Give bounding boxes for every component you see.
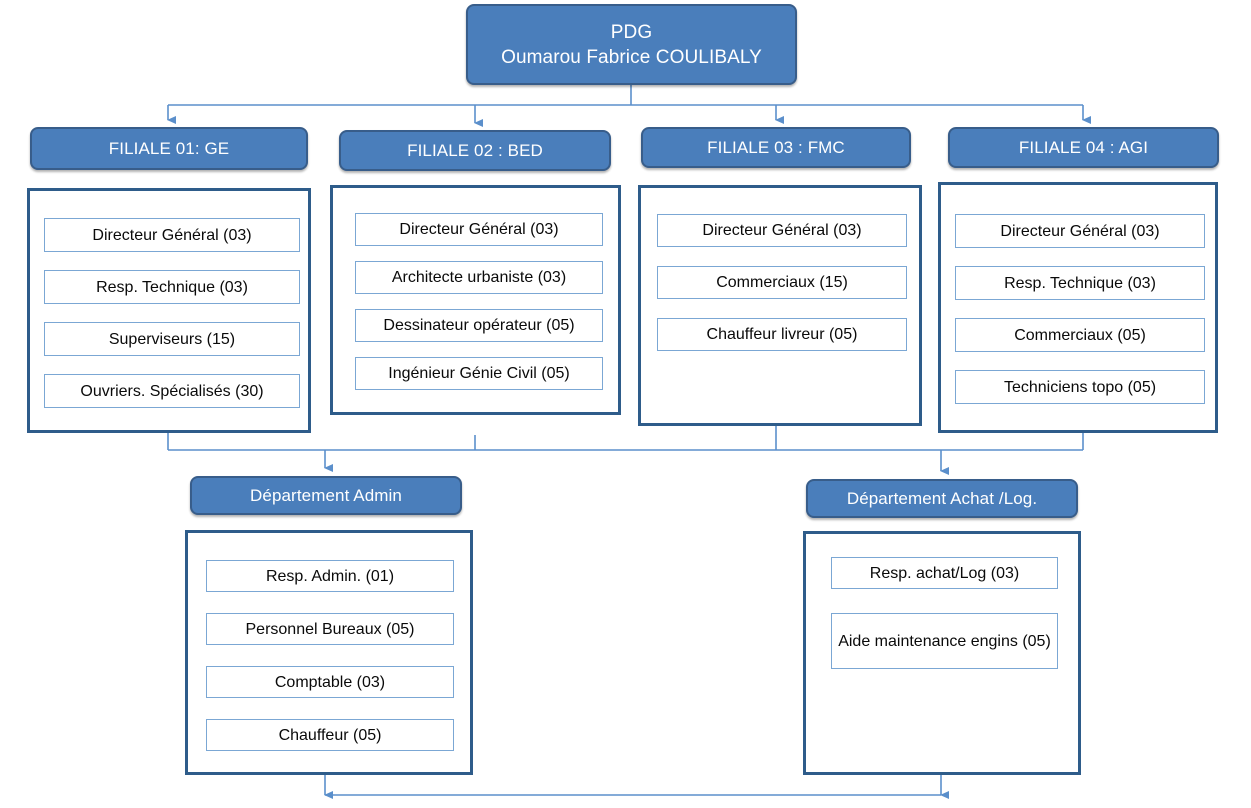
filiale-02-item-2[interactable]: Dessinateur opérateur (05) — [355, 309, 603, 342]
item-label: Architecte urbaniste (03) — [391, 269, 567, 286]
departement-admin-item-3[interactable]: Chauffeur (05) — [206, 719, 454, 751]
departement-achat-item-0[interactable]: Resp. achat/Log (03) — [831, 557, 1058, 589]
pdg-name: Oumarou Fabrice COULIBALY — [501, 46, 762, 68]
item-label: Directeur Général (03) — [1000, 222, 1160, 240]
filiale-01-item-2[interactable]: Superviseurs (15) — [44, 322, 300, 356]
item-label: Dessinateur opérateur (05) — [383, 317, 575, 334]
filiale-02-header-label: FILIALE 02 : BED — [407, 140, 543, 160]
item-label: Resp. Admin. (01) — [265, 567, 395, 585]
departement-admin-container: Resp. Admin. (01) Personnel Bureaux (05)… — [185, 530, 473, 775]
departement-achat-header[interactable]: Département Achat /Log. — [806, 479, 1078, 518]
pdg-title: PDG — [610, 21, 653, 43]
filiale-02-container: Directeur Général (03) Architecte urbani… — [330, 185, 621, 415]
filiale-03-item-0[interactable]: Directeur Général (03) — [657, 214, 907, 247]
departement-achat-container: Resp. achat/Log (03) Aide maintenance en… — [803, 531, 1081, 775]
filiale-04-item-3[interactable]: Techniciens topo (05) — [955, 370, 1205, 404]
filiale-01-container: Directeur Général (03) Resp. Technique (… — [27, 188, 311, 433]
item-label: Techniciens topo (05) — [1003, 378, 1157, 396]
filiale-02-item-1[interactable]: Architecte urbaniste (03) — [355, 261, 603, 294]
item-label: Directeur Général (03) — [399, 221, 559, 238]
filiale-02-header[interactable]: FILIALE 02 : BED — [339, 130, 611, 171]
filiale-04-header-label: FILIALE 04 : AGI — [1018, 137, 1149, 157]
item-label: Aide maintenance engins (05) — [838, 632, 1051, 650]
departement-admin-item-2[interactable]: Comptable (03) — [206, 666, 454, 698]
item-label: Commerciaux (05) — [1014, 326, 1146, 344]
filiale-01-header-label: FILIALE 01: GE — [108, 138, 230, 158]
departement-admin-header-label: Département Admin — [250, 485, 402, 505]
filiale-03-header[interactable]: FILIALE 03 : FMC — [641, 127, 911, 168]
filiale-03-item-2[interactable]: Chauffeur livreur (05) — [657, 318, 907, 351]
filiale-04-item-0[interactable]: Directeur Général (03) — [955, 214, 1205, 248]
filiale-02-item-3[interactable]: Ingénieur Génie Civil (05) — [355, 357, 603, 390]
filiale-04-item-2[interactable]: Commerciaux (05) — [955, 318, 1205, 352]
item-label: Resp. Technique (03) — [1004, 274, 1156, 292]
item-label: Ouvriers. Spécialisés (30) — [80, 382, 264, 400]
departement-achat-item-1[interactable]: Aide maintenance engins (05) — [831, 613, 1058, 669]
filiale-01-header[interactable]: FILIALE 01: GE — [30, 127, 308, 170]
filiale-04-container: Directeur Général (03) Resp. Technique (… — [938, 182, 1218, 433]
item-label: Personnel Bureaux (05) — [245, 620, 415, 638]
departement-admin-header[interactable]: Département Admin — [190, 476, 462, 515]
item-label: Commerciaux (15) — [716, 274, 848, 291]
filiale-01-item-3[interactable]: Ouvriers. Spécialisés (30) — [44, 374, 300, 408]
item-label: Directeur Général (03) — [702, 222, 862, 239]
item-label: Directeur Général (03) — [92, 226, 252, 244]
item-label: Comptable (03) — [274, 673, 386, 691]
item-label: Chauffeur livreur (05) — [706, 326, 858, 343]
item-label: Superviseurs (15) — [108, 330, 236, 348]
filiale-03-item-1[interactable]: Commerciaux (15) — [657, 266, 907, 299]
filiale-01-item-1[interactable]: Resp. Technique (03) — [44, 270, 300, 304]
pdg-box[interactable]: PDG Oumarou Fabrice COULIBALY — [466, 4, 797, 85]
filiale-04-header[interactable]: FILIALE 04 : AGI — [948, 127, 1219, 168]
departement-achat-header-label: Département Achat /Log. — [846, 488, 1038, 508]
departement-admin-item-1[interactable]: Personnel Bureaux (05) — [206, 613, 454, 645]
filiale-01-item-0[interactable]: Directeur Général (03) — [44, 218, 300, 252]
filiale-04-item-1[interactable]: Resp. Technique (03) — [955, 266, 1205, 300]
item-label: Chauffeur (05) — [278, 726, 382, 744]
item-label: Resp. achat/Log (03) — [869, 564, 1020, 582]
item-label: Resp. Technique (03) — [96, 278, 248, 296]
item-label: Ingénieur Génie Civil (05) — [388, 365, 570, 382]
filiale-02-item-0[interactable]: Directeur Général (03) — [355, 213, 603, 246]
filiale-03-header-label: FILIALE 03 : FMC — [707, 137, 845, 157]
departement-admin-item-0[interactable]: Resp. Admin. (01) — [206, 560, 454, 592]
filiale-03-container: Directeur Général (03) Commerciaux (15) … — [638, 185, 922, 426]
